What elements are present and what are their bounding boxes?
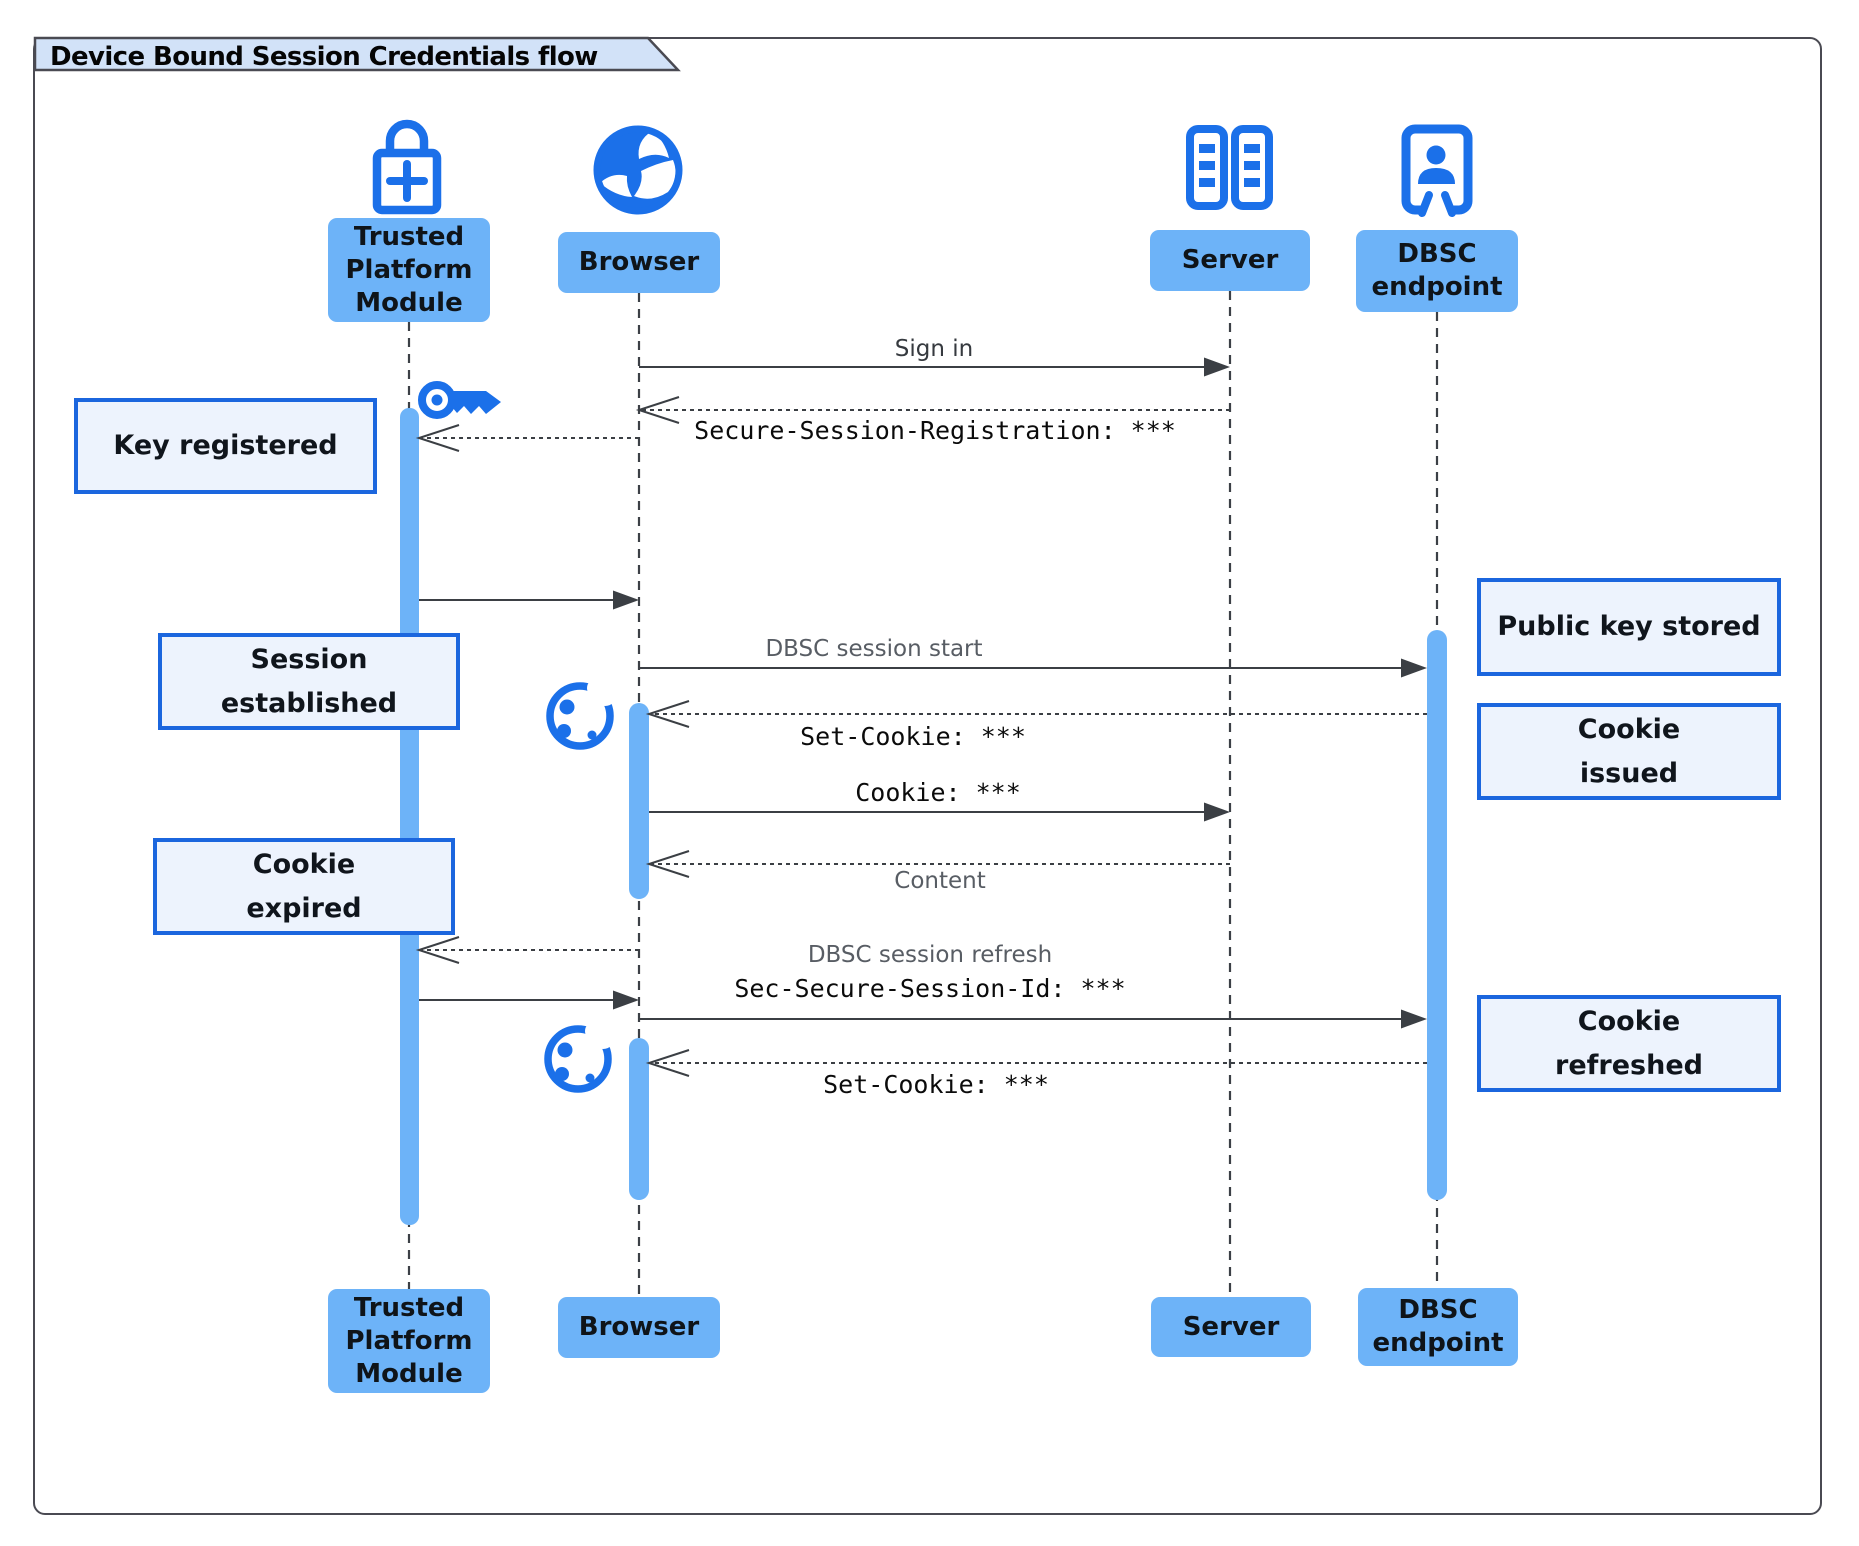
message-label-dbsc-session-refresh: DBSC session refresh	[807, 942, 1053, 968]
note-cookie-issued: Cookie issued	[1477, 703, 1781, 800]
arrow-set-cookie-2	[645, 1049, 1427, 1077]
participant-label: DBSC endpoint	[1372, 1295, 1504, 1358]
key-icon	[418, 381, 501, 419]
activation-tpm	[400, 408, 419, 1225]
activation-browser-1	[629, 703, 649, 899]
arrow-dbsc-session-refresh	[639, 1009, 1427, 1029]
participant-tpm-bottom: Trusted Platform Module	[328, 1289, 490, 1393]
participant-label: DBSC endpoint	[1371, 239, 1503, 302]
message-label-set-cookie-1: Set-Cookie: ***	[800, 722, 1026, 751]
arrow-set-cookie-1	[645, 700, 1427, 728]
note-label: Session established	[220, 643, 398, 719]
activation-browser-2	[629, 1038, 649, 1200]
note-label: Key registered	[113, 430, 338, 461]
note-key-registered: Key registered	[74, 398, 377, 494]
participant-label: Browser	[578, 247, 700, 277]
globe-icon	[593, 125, 683, 215]
arrow-cookie	[649, 802, 1230, 822]
note-label: Cookie refreshed	[1555, 1005, 1703, 1081]
message-label-secure-session-registration: Secure-Session-Registration: ***	[694, 416, 1176, 445]
participant-label: Trusted Platform Module	[345, 1292, 473, 1389]
arrow-dbsc-session-start	[639, 658, 1427, 678]
doorway-person-icon	[1401, 124, 1473, 217]
participant-label: Server	[1182, 1311, 1280, 1342]
note-label: Public key stored	[1497, 611, 1761, 642]
arrow-sign-in	[639, 357, 1230, 377]
message-label-dbsc-session-start: DBSC session start	[765, 636, 983, 662]
arrow-browser-to-tpm-2	[415, 936, 639, 964]
cookie-icon	[546, 679, 617, 750]
message-label-sign-in: Sign in	[894, 336, 974, 362]
note-cookie-expired: Cookie expired	[153, 838, 455, 935]
note-label: Cookie expired	[246, 848, 362, 924]
participant-server-bottom: Server	[1151, 1297, 1311, 1357]
lock-plus-icon	[372, 119, 442, 215]
message-label-cookie: Cookie: ***	[855, 778, 1021, 807]
arrow-tpm-to-browser-2	[419, 990, 639, 1010]
arrow-secure-session-registration	[635, 396, 1230, 424]
diagram-title: Device Bound Session Credentials flow	[50, 42, 598, 72]
message-label-content: Content	[894, 868, 986, 894]
participant-dbsc-bottom: DBSC endpoint	[1358, 1288, 1518, 1366]
participant-label: Browser	[578, 1312, 700, 1342]
note-public-key-stored: Public key stored	[1477, 578, 1781, 676]
participant-tpm-top: Trusted Platform Module	[328, 218, 490, 322]
title-tab	[33, 36, 681, 72]
cookie-icon	[544, 1022, 615, 1093]
note-cookie-refreshed: Cookie refreshed	[1477, 995, 1781, 1092]
note-session-established: Session established	[158, 633, 460, 730]
activation-dbsc	[1427, 630, 1447, 1200]
participant-server-top: Server	[1150, 230, 1310, 291]
arrow-content	[645, 850, 1230, 878]
participant-browser-top: Browser	[558, 232, 720, 293]
note-label: Cookie issued	[1577, 713, 1681, 789]
diagram-border	[33, 37, 1822, 1515]
arrow-browser-to-tpm-1	[415, 424, 639, 452]
arrow-tpm-to-browser-1	[419, 590, 639, 610]
server-rack-icon	[1186, 125, 1273, 210]
message-label-sec-secure-session-id: Sec-Secure-Session-Id: ***	[734, 974, 1126, 1003]
participant-label: Trusted Platform Module	[345, 221, 473, 318]
participant-browser-bottom: Browser	[558, 1297, 720, 1358]
participant-dbsc-top: DBSC endpoint	[1356, 230, 1518, 312]
participant-label: Server	[1181, 245, 1279, 275]
message-label-set-cookie-2: Set-Cookie: ***	[823, 1070, 1049, 1099]
